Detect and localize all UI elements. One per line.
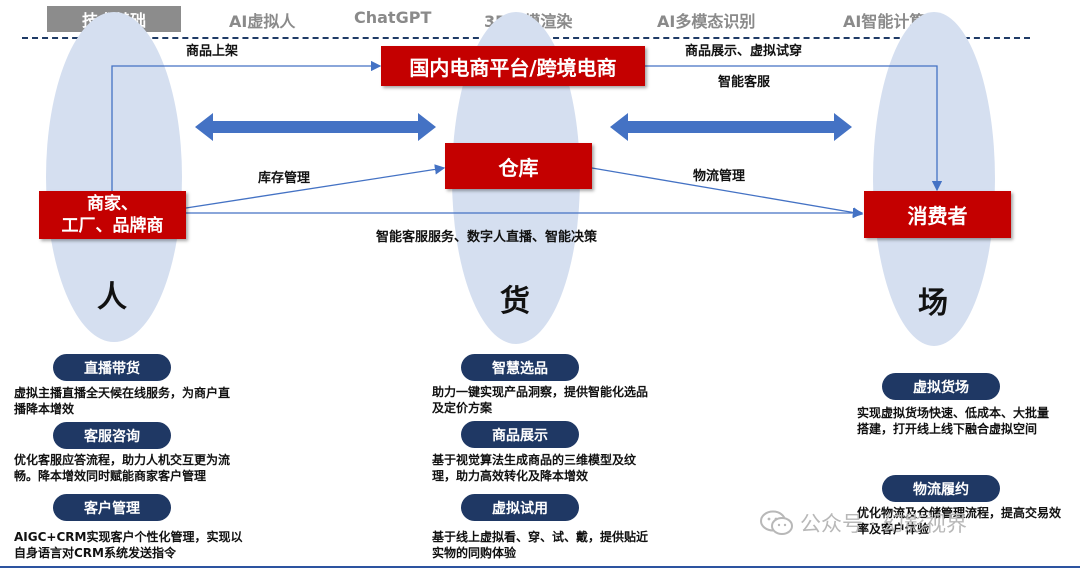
listing-arrow (111, 60, 382, 192)
merchant-box: 商家、 工厂、品牌商 (39, 191, 186, 239)
platform-to-consumer-arrow (645, 65, 943, 192)
product-display-pill: 商品展示 (461, 421, 579, 448)
livestream-pill: 直播带货 (53, 354, 171, 381)
virtual-trial-desc: 基于线上虚拟看、穿、试、戴，提供贴近实物的同购体验 (432, 530, 649, 560)
listing-label: 商品上架 (186, 44, 239, 59)
watermark: 公众号 · 幻影视界 (760, 508, 967, 538)
inventory-arrow (185, 164, 446, 209)
watermark-text: 公众号 · 幻影视界 (800, 512, 968, 536)
customer-mgmt-desc: AIGC+CRM实现客户个性化管理，实现以自身语言对CRM系统发送指令 (14, 530, 243, 560)
logistics-mgmt-label: 物流管理 (693, 169, 746, 184)
livestream-desc: 虚拟主播直播全天候在线服务，为商户直播降本增效 (14, 386, 231, 416)
service-live-decision-label: 智能客服服务、数字人直播、智能决策 (376, 230, 598, 245)
customer-mgmt-pill: 客户管理 (53, 494, 171, 521)
tech-item-ai-avatar: AI虚拟人 (229, 12, 296, 31)
smart-service-label: 智能客服 (718, 75, 771, 90)
venue-oval (873, 12, 995, 346)
people-oval (46, 12, 182, 342)
tech-item-chatgpt: ChatGPT (354, 8, 432, 27)
inventory-label: 库存管理 (258, 171, 311, 186)
bottom-rule (0, 566, 1080, 568)
display-tryon-label: 商品展示、虚拟试穿 (685, 44, 803, 59)
product-display-desc: 基于视觉算法生成商品的三维模型及纹理，助力高效转化及降本增效 (432, 453, 637, 483)
warehouse-box: 仓库 (445, 143, 592, 189)
smart-selection-desc: 助力一键实现产品洞察，提供智能化选品及定价方案 (432, 385, 649, 415)
virtual-trial-pill: 虚拟试用 (461, 494, 579, 521)
wechat-icon (760, 510, 793, 535)
logistics-arrow (591, 167, 864, 218)
virtual-venue-desc: 实现虚拟货场快速、低成本、大批量搭建，打开线上线下融合虚拟空间 (857, 406, 1050, 436)
virtual-venue-pill: 虚拟货场 (882, 373, 1000, 400)
right-double-arrow (610, 113, 852, 141)
left-double-arrow (195, 113, 436, 141)
people-pillar: 人 (97, 280, 127, 315)
logistics-fulfil-pill: 物流履约 (882, 475, 1000, 502)
merchant-line-1: 商家、 (87, 194, 138, 214)
smart-selection-pill: 智慧选品 (461, 354, 579, 381)
consumer-box: 消费者 (864, 191, 1011, 238)
service-consult-pill: 客服咨询 (53, 422, 171, 449)
merchant-line-2: 工厂、品牌商 (61, 216, 164, 236)
logistics-fulfil-desc: 优化物流及仓储管理流程，提高交易效率及客户体验 (857, 506, 1062, 536)
venue-pillar: 场 (918, 286, 948, 321)
platform-box: 国内电商平台/跨境电商 (381, 46, 645, 86)
goods-pillar: 货 (500, 284, 530, 319)
service-consult-desc: 优化客服应答流程，助力人机交互更为流畅。降本增效同时赋能商家客户管理 (14, 453, 231, 483)
tech-item-ai-compute: AI智能计算 (843, 12, 926, 31)
tech-item-multimodal: AI多模态识别 (657, 12, 756, 31)
